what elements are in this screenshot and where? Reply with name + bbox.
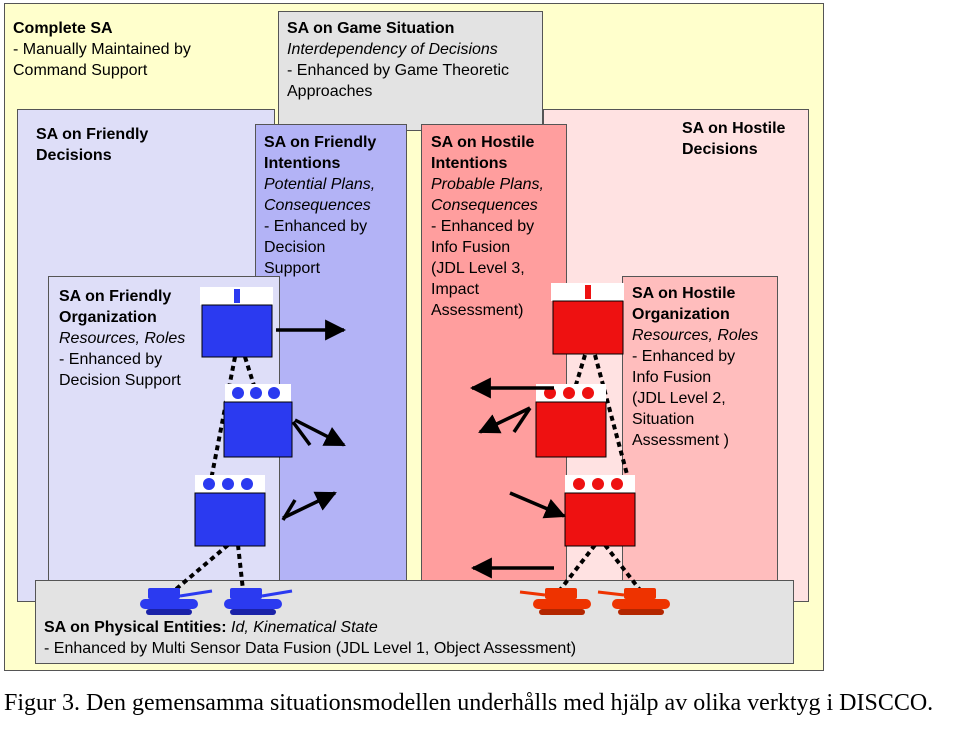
hostile-intentions-sub2: Consequences <box>431 197 538 214</box>
physical-entities-title: SA on Physical Entities: <box>44 619 232 636</box>
hostile-tank-1 <box>519 588 591 615</box>
physical-entities-label: SA on Physical Entities: Id, Kinematical… <box>44 617 576 659</box>
friendly-intentions-box <box>255 124 407 602</box>
hostile-organization-line1: - Enhanced by <box>632 348 736 365</box>
friendly-organization-line1: - Enhanced by <box>59 351 163 368</box>
friendly-unit-middle <box>223 384 293 458</box>
complete-sa-line1: - Manually Maintained by <box>13 41 191 58</box>
hostile-organization-line4: Situation <box>632 411 695 428</box>
hostile-organization-title2: Organization <box>632 306 730 323</box>
hostile-intentions-line2: Info Fusion <box>431 239 511 256</box>
friendly-intentions-line3: Support <box>264 260 321 277</box>
physical-entities-line1: - Enhanced by Multi Sensor Data Fusion (… <box>44 640 577 657</box>
hostile-organization-title1: SA on Hostile <box>632 285 736 302</box>
hostile-unit-middle <box>535 384 607 458</box>
hostile-decisions-title1: SA on Hostile <box>682 120 786 137</box>
friendly-intentions-sub2: Consequences <box>264 197 371 214</box>
friendly-tank-2 <box>224 588 293 615</box>
hostile-connectors <box>558 354 642 592</box>
friendly-decisions-label: SA on Friendly Decisions <box>36 124 148 166</box>
complete-sa-line2: Command Support <box>13 62 148 79</box>
hostile-intentions-line1: - Enhanced by <box>431 218 535 235</box>
friendly-intentions-title2: Intentions <box>264 155 341 172</box>
hostile-decisions-label: SA on Hostile Decisions <box>682 118 785 160</box>
friendly-intentions-line2: Decision <box>264 239 326 256</box>
friendly-intentions-label: SA on Friendly Intentions Potential Plan… <box>264 132 376 279</box>
figure-caption: Figur 3. Den gemensamma situationsmodell… <box>4 690 934 716</box>
hostile-unit-bottom <box>564 475 636 547</box>
friendly-organization-title1: SA on Friendly <box>59 288 172 305</box>
hostile-intentions-line3: (JDL Level 3, <box>431 260 525 277</box>
friendly-organization-label: SA on Friendly Organization Resources, R… <box>59 286 185 391</box>
complete-sa-title: Complete SA <box>13 20 113 37</box>
hostile-intentions-box <box>421 124 567 602</box>
hostile-organization-line2: Info Fusion <box>632 369 712 386</box>
friendly-tank-1 <box>140 588 213 615</box>
friendly-intentions-line1: - Enhanced by <box>264 218 368 235</box>
friendly-organization-title2: Organization <box>59 309 157 326</box>
hostile-decisions-title2: Decisions <box>682 141 758 158</box>
friendly-intentions-title1: SA on Friendly <box>264 134 377 151</box>
hostile-organization-sub: Resources, Roles <box>632 327 759 344</box>
hostile-organization-line5: Assessment ) <box>632 432 729 449</box>
game-situation-box <box>278 11 543 131</box>
physical-entities-sub: Id, Kinematical State <box>231 619 378 636</box>
hostile-organization-label: SA on Hostile Organization Resources, Ro… <box>632 283 758 451</box>
friendly-decisions-title1: SA on Friendly <box>36 126 149 143</box>
hostile-intentions-line5: Assessment) <box>431 302 524 319</box>
hostile-intentions-title1: SA on Hostile <box>431 134 535 151</box>
friendly-unit-bottom <box>194 475 266 547</box>
complete-sa-label: Complete SA - Manually Maintained by Com… <box>13 18 191 81</box>
friendly-organization-sub: Resources, Roles <box>59 330 186 347</box>
game-situation-line2: Approaches <box>287 83 373 100</box>
friendly-intentions-sub1: Potential Plans, <box>264 176 376 193</box>
game-situation-label: SA on Game Situation Interdependency of … <box>287 18 509 102</box>
hostile-tank-2 <box>597 588 670 615</box>
hostile-intentions-line4: Impact <box>431 281 480 298</box>
hostile-organization-line3: (JDL Level 2, <box>632 390 726 407</box>
game-situation-title: SA on Game Situation <box>287 20 455 37</box>
hostile-organization-box <box>622 276 778 602</box>
friendly-decisions-title2: Decisions <box>36 147 112 164</box>
game-situation-sub: Interdependency of Decisions <box>287 41 498 58</box>
friendly-unit-top <box>200 287 273 358</box>
friendly-organization-line2: Decision Support <box>59 372 181 389</box>
hostile-intentions-title2: Intentions <box>431 155 508 172</box>
hostile-intentions-label: SA on Hostile Intentions Probable Plans,… <box>431 132 544 321</box>
game-situation-line1: - Enhanced by Game Theoretic <box>287 62 510 79</box>
influence-arrows <box>276 319 566 579</box>
hostile-intentions-sub1: Probable Plans, <box>431 176 544 193</box>
hostile-unit-top <box>551 283 624 355</box>
